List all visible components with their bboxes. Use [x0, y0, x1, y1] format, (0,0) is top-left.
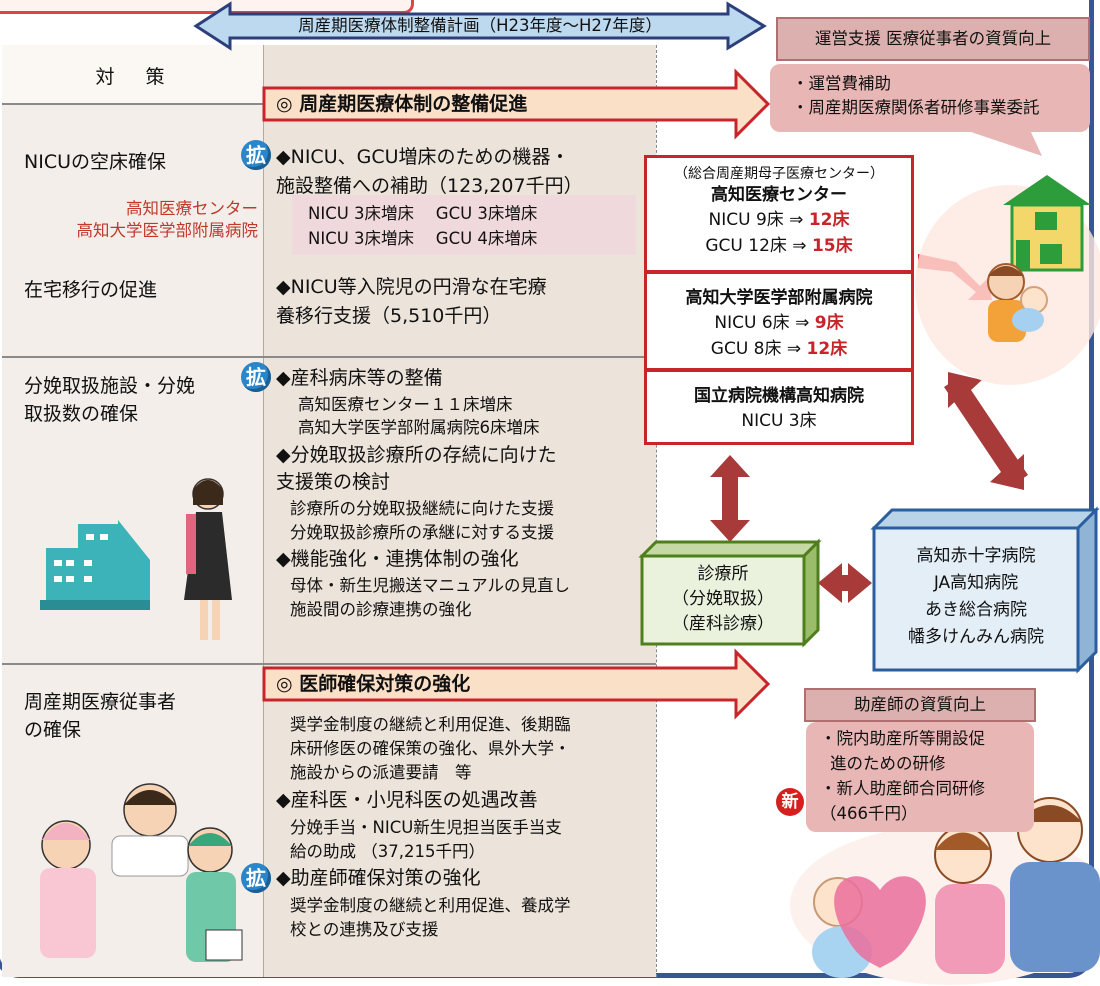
action-item: ◆産科医・小児科医の処遇改善	[276, 789, 538, 811]
midwife-title-box: 助産師の資質向上	[804, 688, 1036, 722]
measure-staff: の確保	[24, 719, 82, 741]
bed-count: NICU 9床 ⇒	[708, 210, 804, 230]
action-subitem: 分娩手当・NICU新生児担当医手当支	[290, 818, 562, 837]
action-subitem: 高知大学医学部附属病院6床増床	[298, 418, 540, 437]
measure-delivery: 分娩取扱施設・分娩	[24, 375, 196, 397]
midwife-card: ・院内助産所等開設促 進のための研修 ・新人助産師合同研修 （466千円）	[806, 722, 1034, 832]
kochi-medical-center-box: （総合周産期母子医療センター） 高知医療センター NICU 9床 ⇒ 12床 G…	[644, 155, 914, 273]
row-divider	[2, 663, 656, 665]
measure-staff: 周産期医療従事者	[24, 691, 177, 713]
hospital-name: JA高知病院	[933, 573, 1019, 593]
measure-home-transition: 在宅移行の促進	[24, 279, 158, 301]
clinic-line: （分娩取扱）	[672, 589, 774, 609]
house-icon	[1003, 175, 1091, 272]
bed-target: 12床	[806, 339, 848, 359]
promotion-label-2: ◎ 医師確保対策の強化	[276, 673, 471, 695]
action-subitem: 施設からの派遣要請 等	[290, 763, 472, 782]
building-icon	[40, 520, 150, 610]
pregnant-woman-illustration	[184, 478, 232, 640]
hospital-group-box	[870, 506, 1100, 674]
hospital-name: 高知赤十字病院	[916, 546, 1036, 566]
action-subitem: 高知医療センター１１床増床	[298, 395, 513, 414]
action-subitem: 母体・新生児搬送マニュアルの見直し	[290, 576, 571, 595]
clinic-box	[638, 538, 822, 648]
action-subitem: 施設間の診療連携の強化	[290, 600, 472, 619]
bed-target: 9床	[814, 313, 844, 333]
medical-staff-illustration	[40, 783, 243, 962]
mother-baby-illustration	[987, 263, 1048, 342]
center-name: 高知医療センター	[711, 185, 847, 205]
support-title-box: 運営支援 医療従事者の資質向上	[776, 17, 1090, 61]
new-badge: 新	[776, 788, 804, 816]
plan-period-label: 周産期医療体制整備計画（H23年度～H27年度）	[298, 16, 662, 35]
hospital-name: 幡多けんみん病院	[908, 627, 1044, 647]
center-caption: （総合周産期母子医療センター）	[674, 166, 884, 182]
bed-count: GCU 8床 ⇒	[710, 339, 802, 359]
dashed-divider	[656, 45, 657, 977]
support-item: ・周産期医療関係者研修事業委託	[792, 98, 1040, 117]
clinic-label: 診療所 （分娩取扱） （産科診療）	[642, 562, 804, 637]
action-item: ◆産科病床等の整備	[276, 367, 443, 389]
midwife-item: （466千円）	[820, 804, 918, 823]
hospital-name-red: 高知医療センター	[126, 199, 258, 218]
measure-delivery: 取扱数の確保	[24, 403, 139, 425]
midwife-item: 進のための研修	[830, 754, 946, 773]
action-subitem: 診療所の分娩取扱継続に向けた支援	[290, 499, 554, 518]
center-name: 高知大学医学部附属病院	[685, 288, 873, 308]
expand-badge: 拡	[241, 863, 271, 893]
measures-header	[2, 45, 264, 103]
promotion-arrow-2	[262, 648, 771, 720]
support-bubble-tail	[965, 130, 1042, 156]
column-divider	[263, 45, 264, 977]
action-item: 養移行支援（5,510千円）	[276, 305, 502, 327]
support-item: ・運営費補助	[792, 74, 891, 93]
clinic-line: （産科診療）	[672, 614, 774, 634]
midwife-item: ・院内助産所等開設促	[820, 729, 985, 748]
clinic-hospital-double-arrow	[818, 563, 872, 603]
bed-count: NICU 3床	[741, 411, 817, 431]
hospital-group-label: 高知赤十字病院 JA高知病院 あき総合病院 幡多けんみん病院	[874, 543, 1078, 651]
action-subitem: 校との連携及び支援	[290, 920, 439, 939]
action-subitem: 奨学金制度の継続と利用促進、養成学	[290, 896, 571, 915]
bed-increase-box: NICU 3床増床 GCU 3床増床 NICU 3床増床 GCU 4床増床	[292, 195, 636, 255]
expand-badge: 拡	[241, 140, 271, 170]
family-hospital-arrow	[944, 372, 1028, 490]
action-subitem: 給の助成 （37,215千円）	[290, 842, 485, 861]
action-item: ◆助産師確保対策の強化	[276, 867, 481, 889]
measures-heading: 対 策	[95, 66, 171, 88]
clinic-line: 診療所	[697, 564, 749, 584]
row-divider	[2, 356, 656, 358]
bed-increase-line: NICU 3床増床 GCU 4床増床	[308, 229, 538, 248]
action-subitem: 分娩取扱診療所の承継に対する支援	[290, 523, 554, 542]
expand-badge: 拡	[241, 362, 271, 392]
action-item: ◆機能強化・連携体制の強化	[276, 548, 519, 570]
action-item: ◆NICU等入院児の円滑な在宅療	[276, 276, 547, 298]
action-item: 支援策の検討	[276, 471, 391, 493]
center-clinic-arrow	[710, 455, 750, 542]
action-item: 施設整備への補助（123,207千円）	[276, 175, 583, 197]
center-name: 国立病院機構高知病院	[694, 386, 864, 406]
action-subitem: 奨学金制度の継続と利用促進、後期臨	[290, 715, 571, 734]
bed-target: 12床	[808, 210, 850, 230]
promotion-label-1: ◎ 周産期医療体制の整備促進	[276, 93, 528, 115]
support-bubble: ・運営費補助 ・周産期医療関係者研修事業委託	[770, 64, 1090, 132]
bed-count: GCU 12床 ⇒	[705, 236, 807, 256]
action-item: ◆分娩取扱診療所の存続に向けた	[276, 444, 557, 466]
top-banner-fragment	[0, 0, 414, 14]
plan-period-arrow	[193, 1, 767, 51]
promotion-arrow-1	[262, 68, 771, 140]
national-hospital-box: 国立病院機構高知病院 NICU 3床	[644, 369, 914, 445]
measure-nicu: NICUの空床確保	[24, 151, 166, 173]
bed-count: NICU 6床 ⇒	[714, 313, 810, 333]
midwife-item: ・新人助産師合同研修	[820, 779, 985, 798]
bed-increase-line: NICU 3床増床 GCU 3床増床	[308, 204, 538, 223]
hospital-name: あき総合病院	[925, 600, 1027, 620]
action-subitem: 床研修医の確保策の強化、県外大学・	[290, 739, 571, 758]
kochi-univ-hospital-box: 高知大学医学部附属病院 NICU 6床 ⇒ 9床 GCU 8床 ⇒ 12床	[644, 271, 914, 371]
family-illustration	[790, 797, 1100, 985]
hospital-name-red: 高知大学医学部附属病院	[76, 221, 259, 240]
bed-target: 15床	[811, 236, 853, 256]
action-item: ◆NICU、GCU増床のための機器・	[276, 146, 570, 168]
